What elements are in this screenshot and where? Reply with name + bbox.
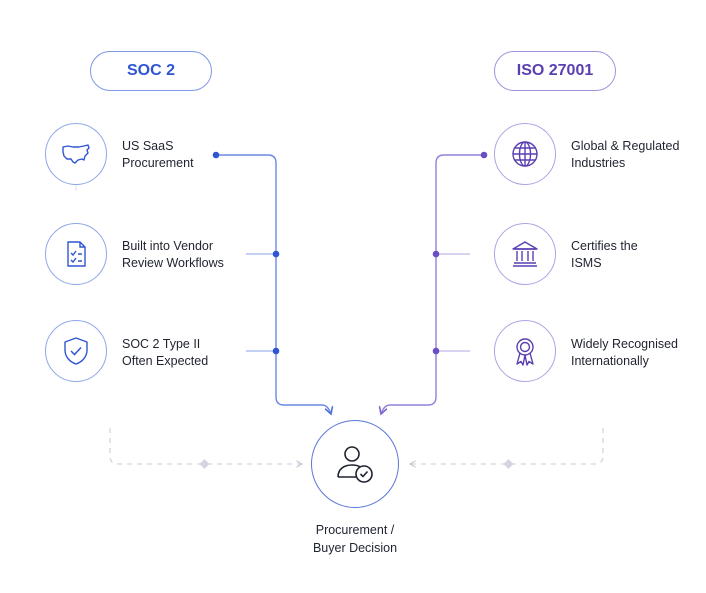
iso-connector xyxy=(378,154,484,416)
soc-connector-dot xyxy=(272,347,280,355)
award-ribbon-icon xyxy=(494,320,556,382)
iso27001-title: ISO 27001 xyxy=(516,62,594,79)
iso-item-label: Certifies the ISMS xyxy=(571,239,638,270)
document-checklist-icon xyxy=(45,223,107,285)
decision-label: Procurement / Buyer Decision xyxy=(312,523,398,555)
soc2-pill: SOC 2 xyxy=(90,51,212,91)
soc-connector-dot xyxy=(272,250,280,258)
iso-item-label: Global & Regulated Industries xyxy=(571,139,680,170)
iso-item-label: Widely Recognised Internationally xyxy=(571,337,678,368)
soc2-title: SOC 2 xyxy=(126,62,175,79)
iso27001-pill: ISO 27001 xyxy=(494,51,616,91)
us-map-icon xyxy=(45,123,107,185)
soc-connector xyxy=(216,154,334,416)
iso-connector-dot xyxy=(432,250,440,258)
soc-item-label: SOC 2 Type II Often Expected xyxy=(122,337,209,368)
globe-icon xyxy=(494,123,556,185)
soc-item-label: Built into Vendor Review Workflows xyxy=(122,239,224,270)
soc-item-label: US SaaS Procurement xyxy=(122,139,194,170)
institution-building-icon xyxy=(494,223,556,285)
user-check-icon xyxy=(311,420,399,508)
soc-connector-dot xyxy=(212,151,220,159)
iso-connector-dot xyxy=(432,347,440,355)
iso-connector-dot xyxy=(480,151,488,159)
left-dashed-connector xyxy=(109,428,304,468)
shield-check-icon xyxy=(45,320,107,382)
right-dashed-connector xyxy=(408,428,604,468)
